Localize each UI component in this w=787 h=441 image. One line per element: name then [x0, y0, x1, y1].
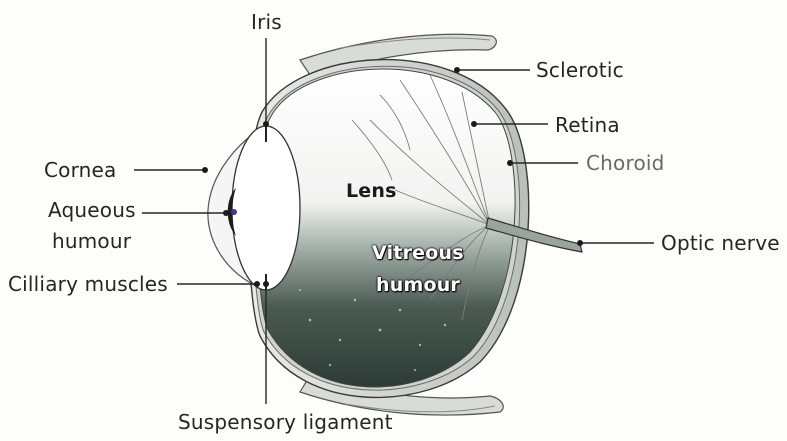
- label-aqueous-line2: humour: [52, 231, 131, 251]
- label-lens: Lens: [346, 182, 397, 201]
- label-sclerotic: Sclerotic: [536, 60, 624, 80]
- label-ciliary-muscles: Cilliary muscles: [8, 274, 168, 294]
- label-aqueous-line1: Aqueous: [48, 200, 136, 220]
- label-choroid: Choroid: [586, 153, 665, 173]
- lens-shape: [232, 126, 300, 290]
- label-vitreous-line2: humour: [376, 276, 460, 295]
- label-vitreous-line1: Vitreous: [372, 244, 464, 263]
- label-retina: Retina: [555, 115, 620, 135]
- label-cornea: Cornea: [44, 160, 117, 180]
- label-optic-nerve: Optic nerve: [661, 233, 780, 253]
- label-suspensory-ligament: Suspensory ligament: [178, 412, 393, 432]
- label-iris: Iris: [251, 12, 282, 32]
